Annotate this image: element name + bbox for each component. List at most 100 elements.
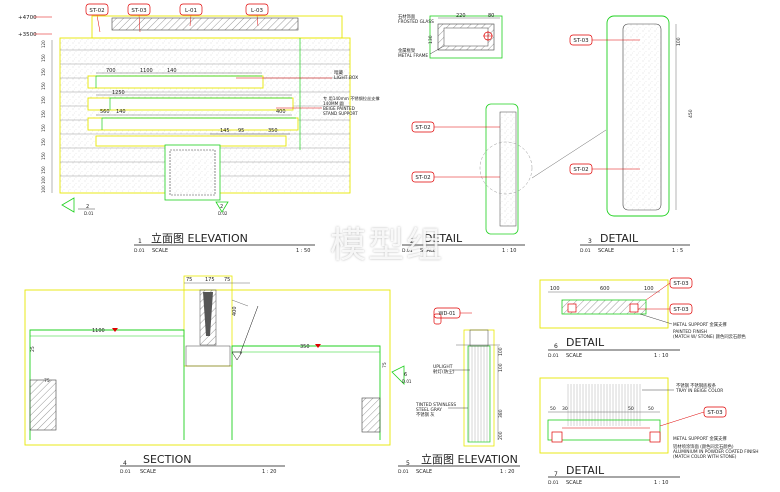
svg-text:75: 75 bbox=[186, 277, 192, 283]
detail-6-dim-3: 100 bbox=[644, 286, 654, 292]
left-dims: 120 150 150 150 150 150 150 150 150 150 … bbox=[41, 40, 46, 193]
svg-text:100: 100 bbox=[498, 363, 504, 372]
detail-6-dim-1: 100 bbox=[550, 286, 560, 292]
tag-st03: ST-03 bbox=[131, 8, 147, 14]
svg-text:3: 3 bbox=[588, 238, 592, 245]
svg-text:D.01: D.01 bbox=[580, 248, 591, 254]
svg-text:D.01: D.01 bbox=[120, 469, 131, 475]
dim-8: 145 bbox=[220, 128, 230, 134]
svg-text:SCALE: SCALE bbox=[566, 353, 582, 359]
svg-text:1: 1 bbox=[138, 238, 142, 245]
detail-6-view: 100 600 100 ST-03 ST-03 METAL SUPPORT 金属… bbox=[539, 277, 747, 359]
note-light-box-en: LIGHT BOX bbox=[334, 75, 358, 81]
svg-text:150: 150 bbox=[41, 138, 46, 146]
detail-2-note-1-cn: 石材饰面 bbox=[398, 13, 416, 20]
svg-text:SCALE: SCALE bbox=[140, 469, 156, 475]
detail-7-note-stainless-1: 不锈钢 不锈钢底板条 bbox=[676, 382, 717, 389]
level-marks: +4700 +3500 bbox=[18, 15, 52, 38]
tag-l03: L-03 bbox=[251, 8, 263, 14]
svg-text:25: 25 bbox=[30, 346, 36, 352]
detail-2-note-1-en: FROSTED GLASS bbox=[398, 19, 434, 25]
svg-text:D.01: D.01 bbox=[402, 248, 413, 254]
svg-text:4: 4 bbox=[123, 460, 127, 467]
detail-6-note-painted-1: PAINTED FINISH bbox=[673, 329, 707, 335]
detail-6-note-painted-2: (MATCH W/ STONE) 颜色同云石颜色 bbox=[673, 333, 747, 340]
svg-text:2: 2 bbox=[410, 238, 414, 245]
svg-text:2: 2 bbox=[86, 204, 89, 210]
svg-text:7: 7 bbox=[554, 471, 558, 478]
dim-4: 1250 bbox=[112, 90, 125, 96]
svg-text:1 : 10: 1 : 10 bbox=[502, 248, 516, 254]
detail-6-dim-2: 600 bbox=[600, 286, 610, 292]
note-stand-3: BEIGE PAINTED bbox=[323, 106, 355, 111]
svg-text:D.01: D.01 bbox=[548, 353, 559, 359]
detail-7-title-text: DETAIL bbox=[566, 464, 605, 477]
svg-text:75: 75 bbox=[382, 362, 388, 368]
svg-text:D.01: D.01 bbox=[84, 211, 94, 216]
level-second-label: +3500 bbox=[18, 32, 37, 38]
detail-7-view: 50 30 50 50 ST-03 不锈钢 不锈钢底板条 TRAY IN BEI… bbox=[539, 377, 759, 486]
svg-text:6: 6 bbox=[404, 372, 407, 378]
svg-text:1 : 50: 1 : 50 bbox=[296, 248, 310, 254]
section-marker-6 bbox=[391, 365, 405, 385]
svg-text:175: 175 bbox=[205, 277, 215, 283]
section-4-title: 4 SECTION D.01 SCALE 1 : 20 bbox=[120, 453, 285, 475]
detail-2-title-text: DETAIL bbox=[424, 232, 463, 245]
detail-7-note-alu-1: 铝材喷涂饰面 (颜色同云石颜色) bbox=[673, 443, 734, 450]
svg-text:SCALE: SCALE bbox=[152, 248, 168, 254]
elevation-5-view: WD-01 UPLIGHT 射灯(防尘) TINTED STAINLESS ST… bbox=[391, 307, 520, 475]
elevation-1-view: +4700 +3500 ST-02 ST-03 L-01 L-03 bbox=[18, 3, 380, 254]
svg-text:6: 6 bbox=[554, 343, 558, 350]
svg-text:SCALE: SCALE bbox=[416, 469, 432, 475]
detail-3-dim-2: 450 bbox=[688, 109, 694, 118]
detail-6-note-support: METAL SUPPORT 金属支撑 bbox=[673, 321, 727, 328]
detail-2-tag-upper: ST-02 bbox=[415, 125, 430, 131]
note-steel-3: 不锈钢 灰 bbox=[416, 411, 435, 418]
detail-2-note-2-cn: 金属框架 bbox=[398, 47, 416, 54]
svg-text:120: 120 bbox=[41, 40, 46, 48]
svg-text:2: 2 bbox=[220, 204, 223, 210]
svg-text:SCALE: SCALE bbox=[598, 248, 614, 254]
svg-text:1 : 5: 1 : 5 bbox=[672, 248, 683, 254]
svg-text:D.01: D.01 bbox=[402, 379, 412, 384]
svg-text:100: 100 bbox=[41, 185, 46, 193]
note-steel-1: TINTED STAINLESS bbox=[415, 402, 456, 408]
svg-text:150: 150 bbox=[41, 54, 46, 62]
detail-2-title: 2 DETAIL D.01 SCALE 1 : 10 bbox=[402, 232, 525, 254]
detail-7-note-alu-3: (MATCH COLOR WITH STONE) bbox=[673, 454, 737, 460]
svg-text:400: 400 bbox=[232, 306, 238, 316]
svg-text:75: 75 bbox=[224, 277, 230, 283]
svg-text:150: 150 bbox=[41, 82, 46, 90]
note-stand-2: 140MM 圆 bbox=[323, 101, 344, 107]
detail-7-tag-st03: ST-03 bbox=[707, 410, 723, 416]
detail-2-note-2-en: METAL FRAME bbox=[398, 53, 428, 59]
dim-2: 1100 bbox=[140, 68, 153, 74]
svg-text:150: 150 bbox=[41, 68, 46, 76]
watermark: 模型组 bbox=[330, 225, 445, 266]
detail-3-tag-st02: ST-02 bbox=[573, 167, 588, 173]
note-steel-2: STEEL GRAY bbox=[416, 407, 442, 413]
svg-text:1 : 20: 1 : 20 bbox=[500, 469, 514, 475]
elevation-5-dims: 100 100 380 200 bbox=[497, 346, 504, 440]
svg-text:150: 150 bbox=[41, 152, 46, 160]
elevation-1-dims bbox=[96, 72, 292, 135]
level-top-label: +4700 bbox=[18, 15, 37, 21]
section-4-view: 75 175 75 400 1100 350 75 25 75 4 SECTIO… bbox=[24, 275, 391, 475]
section-4-dims: 75 175 75 400 1100 350 75 25 75 bbox=[30, 277, 388, 384]
detail-3-tag-st03: ST-03 bbox=[573, 38, 589, 44]
note-stand-1: 专 用140mm 不锈钢拉丝支撑 bbox=[323, 95, 380, 102]
svg-text:150: 150 bbox=[41, 110, 46, 118]
svg-text:150: 150 bbox=[41, 124, 46, 132]
note-uplight-cn: 射灯(防尘) bbox=[433, 368, 455, 375]
dim-7: 400 bbox=[276, 109, 286, 115]
detail-2-dim-1: 220 bbox=[456, 13, 466, 19]
elevation-5-title: 5 立面图 ELEVATION D.01 SCALE 1 : 20 bbox=[398, 452, 520, 475]
section-marker-bottom bbox=[215, 201, 229, 213]
svg-text:75: 75 bbox=[44, 378, 50, 384]
detail-7-dim-1: 50 bbox=[550, 406, 556, 412]
detail-6-title: 6 DETAIL D.01 SCALE 1 : 10 bbox=[548, 336, 680, 359]
detail-6-title-text: DETAIL bbox=[566, 336, 605, 349]
section-4-title-text: SECTION bbox=[143, 453, 191, 466]
svg-text:380: 380 bbox=[498, 409, 504, 418]
svg-text:D.01: D.01 bbox=[134, 248, 145, 254]
